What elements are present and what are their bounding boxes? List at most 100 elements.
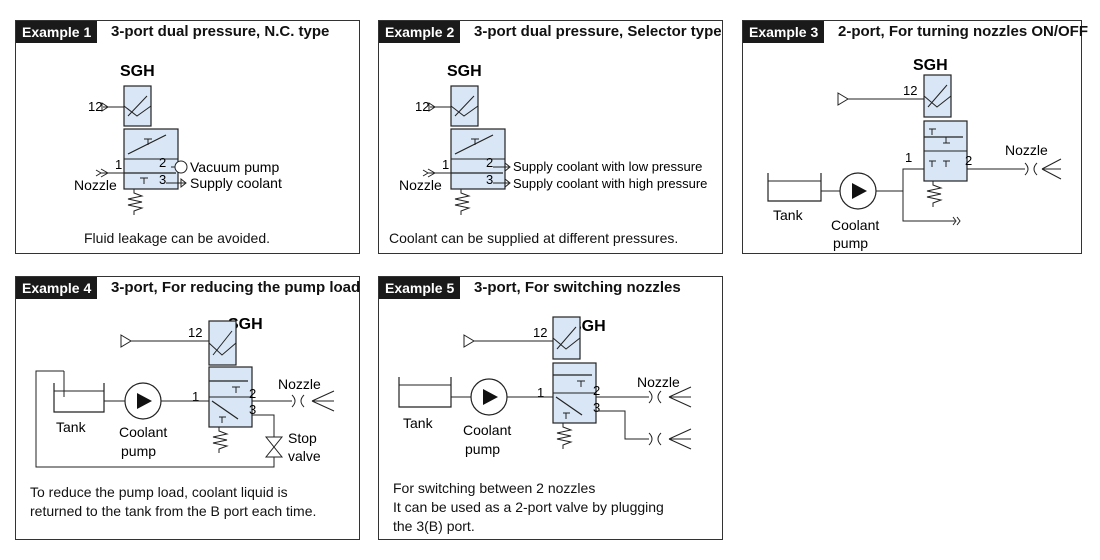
supply-arrow-icon <box>180 177 187 189</box>
pump-label: pump <box>833 235 868 251</box>
port-2-label: 2 <box>486 155 493 170</box>
coolant-label: Coolant <box>463 422 511 438</box>
example-caption: To reduce the pump load, coolant liquid … <box>30 483 316 521</box>
nozzle-label: Nozzle <box>278 376 321 392</box>
example-1-panel: Example 1 3-port dual pressure, N.C. typ… <box>15 20 360 254</box>
pilot-exhaust-icon <box>463 334 475 348</box>
example-5-panel: Example 5 3-port, For switching nozzles … <box>378 276 723 540</box>
nozzle-icon <box>291 394 305 408</box>
port-3-label: 3 <box>593 400 600 415</box>
caption-line: returned to the tank from the B port eac… <box>30 503 317 519</box>
spray-icon <box>668 386 692 408</box>
example-4-diagram: SGH 12 1 2 3 Tank Coolant pump Nozzle S <box>35 316 335 468</box>
port-12-label: 12 <box>415 99 429 114</box>
pump-label: pump <box>465 441 500 457</box>
nozzle-icon <box>648 432 662 446</box>
nozzle-label: Nozzle <box>74 177 117 193</box>
port-1-label: 1 <box>905 150 912 165</box>
solenoid-symbol <box>123 95 152 117</box>
spray-icon <box>668 428 692 450</box>
caption-line: the 3(B) port. <box>393 518 475 534</box>
vacuum-pump-label: Vacuum pump <box>190 159 279 175</box>
example-2-diagram: SGH 12 1 2 3 Nozzle Supply coolant with … <box>399 63 707 215</box>
coolant-label: Coolant <box>119 424 167 440</box>
example-caption: For switching between 2 nozzles It can b… <box>393 479 664 536</box>
low-pressure-arrow-icon <box>504 161 511 173</box>
example-title: 3-port, For switching nozzles <box>474 279 681 296</box>
high-pressure-label: Supply coolant with high pressure <box>513 176 707 191</box>
spray-icon <box>1041 158 1062 180</box>
spring-icon <box>454 189 471 215</box>
caption-line: Coolant can be supplied at different pre… <box>389 230 679 246</box>
example-badge: Example 1 <box>16 21 98 43</box>
spray-icon <box>311 390 335 412</box>
pilot-exhaust-icon <box>837 92 849 106</box>
port-2-label: 2 <box>593 383 600 398</box>
spring-icon <box>212 427 229 453</box>
example-1-diagram: SGH 12 1 2 3 Nozzle Vacuum pump Supply c… <box>74 63 282 215</box>
caption-line: For switching between 2 nozzles <box>393 480 596 496</box>
port-1-label: 1 <box>537 385 544 400</box>
spring-icon <box>556 423 573 449</box>
caption-line: Fluid leakage can be avoided. <box>84 230 271 246</box>
example-5-diagram: SGH 12 1 2 3 Tank Coolant pump Nozzle <box>398 316 692 457</box>
example-3-diagram: SGH 12 1 2 Tank Coolant pump Nozzle <box>767 57 1062 251</box>
port-3-label: 3 <box>249 402 256 417</box>
pump-label: pump <box>121 443 156 459</box>
example-title: 2-port, For turning nozzles ON/OFF <box>838 23 1088 40</box>
port-3-label: 3 <box>486 172 493 187</box>
example-caption: Coolant can be supplied at different pre… <box>389 229 678 248</box>
valve-model-label: SGH <box>228 316 263 333</box>
port-12-label: 12 <box>88 99 102 114</box>
high-pressure-arrow-icon <box>504 177 511 189</box>
valve-label: valve <box>288 448 321 464</box>
example-badge: Example 2 <box>379 21 461 43</box>
tank-icon <box>398 377 452 408</box>
tank-label: Tank <box>403 415 434 431</box>
valve-model-label: SGH <box>913 57 948 74</box>
spring-icon <box>127 189 144 215</box>
port-2-label: 2 <box>965 153 972 168</box>
port-1-label: 1 <box>442 157 449 172</box>
nozzle-label: Nozzle <box>1005 142 1048 158</box>
nozzle-icon <box>1024 162 1038 176</box>
tank-label: Tank <box>773 207 804 223</box>
port-1-label: 1 <box>192 389 199 404</box>
tank-label: Tank <box>56 419 87 435</box>
pilot-exhaust-icon <box>101 102 109 112</box>
stop-valve-icon <box>264 436 284 458</box>
coolant-label: Coolant <box>831 217 879 233</box>
example-4-panel: Example 4 3-port, For reducing the pump … <box>15 276 360 540</box>
pilot-exhaust-icon <box>428 102 436 112</box>
nozzle-label: Nozzle <box>399 177 442 193</box>
example-badge: Example 3 <box>743 21 825 43</box>
port-2-label: 2 <box>159 155 166 170</box>
flow-arrow <box>127 134 167 155</box>
caption-line: To reduce the pump load, coolant liquid … <box>30 484 288 500</box>
example-badge: Example 5 <box>379 277 461 299</box>
port-3-label: 3 <box>159 172 166 187</box>
supply-coolant-label: Supply coolant <box>190 175 282 191</box>
example-title: 3-port dual pressure, N.C. type <box>111 23 330 40</box>
spring-icon <box>926 181 943 207</box>
tank-icon <box>767 173 822 202</box>
caption-line: It can be used as a 2-port valve by plug… <box>393 499 664 515</box>
example-title: 3-port, For reducing the pump load <box>111 279 361 296</box>
example-2-panel: Example 2 3-port dual pressure, Selector… <box>378 20 723 254</box>
vacuum-pump-icon <box>174 160 188 174</box>
example-badge: Example 4 <box>16 277 98 299</box>
tank-icon <box>53 383 105 413</box>
valve-model-label: SGH <box>447 63 482 80</box>
nozzle-icon <box>648 390 662 404</box>
example-title: 3-port dual pressure, Selector type <box>474 23 722 40</box>
port-2-label: 2 <box>249 386 256 401</box>
example-3-panel: Example 3 2-port, For turning nozzles ON… <box>742 20 1088 254</box>
valve-model-label: SGH <box>120 63 155 80</box>
low-pressure-label: Supply coolant with low pressure <box>513 159 702 174</box>
stop-label: Stop <box>288 430 317 446</box>
port-12-label: 12 <box>903 83 917 98</box>
example-caption: Fluid leakage can be avoided. <box>84 229 270 248</box>
port-12-label: 12 <box>188 325 202 340</box>
port-1-label: 1 <box>115 157 122 172</box>
pilot-exhaust-icon <box>120 334 132 348</box>
